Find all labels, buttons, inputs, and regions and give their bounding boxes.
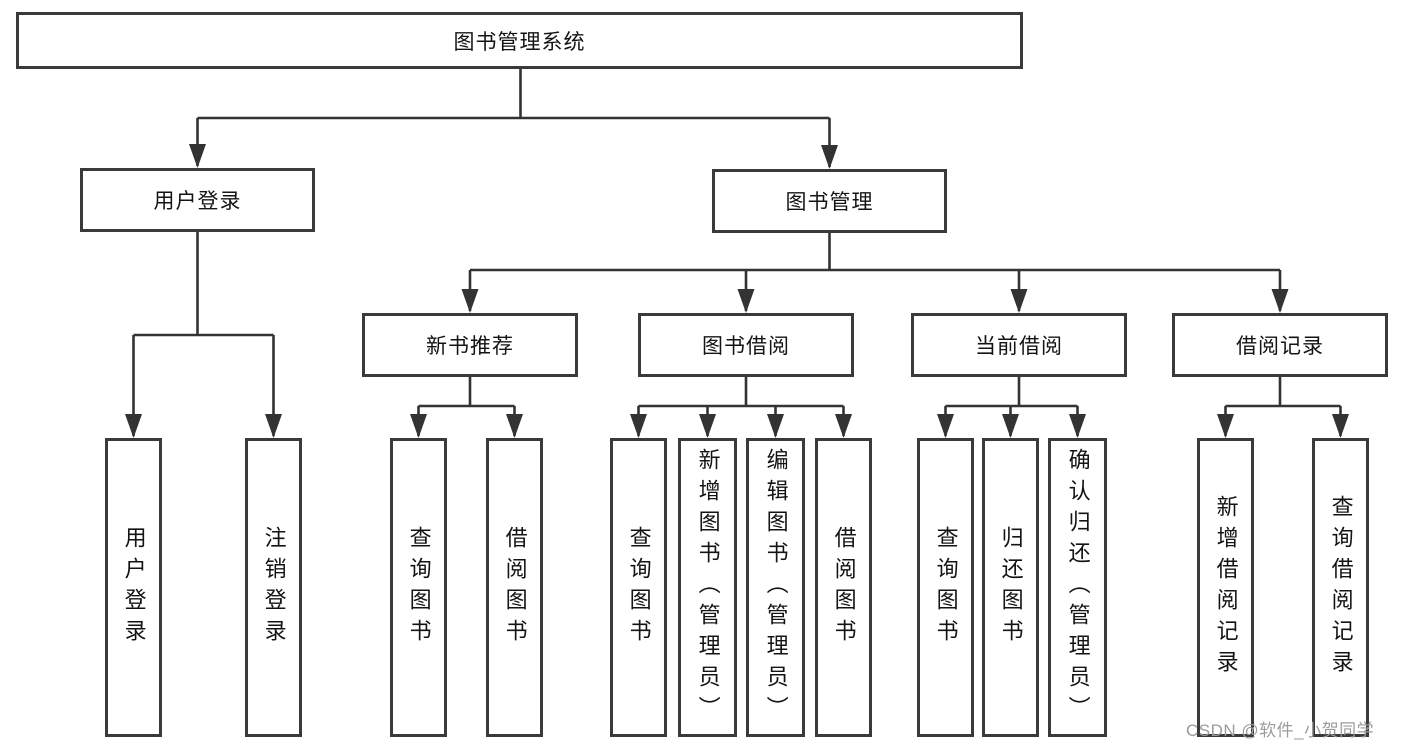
node-book-borrowing: 图书借阅 bbox=[638, 313, 854, 377]
leaf-logout: 注销登录 bbox=[245, 438, 302, 737]
node-label: 新增图书（管理员） bbox=[695, 448, 721, 727]
node-label: 图书管理 bbox=[785, 191, 874, 214]
node-label: 查询图书 bbox=[933, 525, 959, 650]
leaf-query-books-current: 查询图书 bbox=[917, 438, 974, 737]
node-label: 借阅图书 bbox=[502, 525, 528, 650]
node-label: 当前借阅 bbox=[975, 335, 1063, 358]
node-borrowing-records: 借阅记录 bbox=[1172, 313, 1388, 377]
node-user-login: 用户登录 bbox=[80, 168, 315, 232]
node-current-borrowing: 当前借阅 bbox=[911, 313, 1127, 377]
node-library-management-system: 图书管理系统 bbox=[16, 12, 1023, 69]
node-label: 查询图书 bbox=[406, 525, 432, 650]
node-label: 图书借阅 bbox=[702, 335, 790, 358]
leaf-query-books-recommend: 查询图书 bbox=[390, 438, 447, 737]
node-label: 借阅图书 bbox=[831, 525, 857, 650]
node-label: 新书推荐 bbox=[426, 335, 514, 358]
node-label: 编辑图书（管理员） bbox=[763, 448, 789, 727]
leaf-user-login: 用户登录 bbox=[105, 438, 162, 737]
csdn-watermark: CSDN @软件_小贺同学 bbox=[1186, 721, 1375, 740]
leaf-borrow-books: 借阅图书 bbox=[815, 438, 872, 737]
leaf-query-books-borrowing: 查询图书 bbox=[610, 438, 667, 737]
leaf-confirm-return-admin: 确认归还（管理员） bbox=[1048, 438, 1107, 737]
node-label: 归还图书 bbox=[998, 525, 1024, 650]
node-label: 用户登录 bbox=[121, 525, 147, 650]
leaf-add-borrow-record: 新增借阅记录 bbox=[1197, 438, 1254, 737]
leaf-add-books-admin: 新增图书（管理员） bbox=[678, 438, 737, 737]
node-label: 图书管理系统 bbox=[453, 30, 586, 54]
node-book-management: 图书管理 bbox=[712, 169, 947, 233]
node-label: 确认归还（管理员） bbox=[1065, 448, 1091, 727]
arrowheads bbox=[125, 144, 1349, 438]
leaf-edit-books-admin: 编辑图书（管理员） bbox=[746, 438, 805, 737]
leaf-borrow-books-recommend: 借阅图书 bbox=[486, 438, 543, 737]
node-new-book-recommend: 新书推荐 bbox=[362, 313, 578, 377]
leaf-query-borrow-record: 查询借阅记录 bbox=[1312, 438, 1369, 737]
node-label: 注销登录 bbox=[261, 525, 287, 650]
node-label: 借阅记录 bbox=[1236, 335, 1324, 358]
leaf-return-books: 归还图书 bbox=[982, 438, 1039, 737]
node-label: 查询借阅记录 bbox=[1328, 494, 1354, 681]
node-label: 用户登录 bbox=[153, 190, 242, 213]
node-label: 查询图书 bbox=[626, 525, 652, 650]
node-label: 新增借阅记录 bbox=[1213, 494, 1239, 681]
